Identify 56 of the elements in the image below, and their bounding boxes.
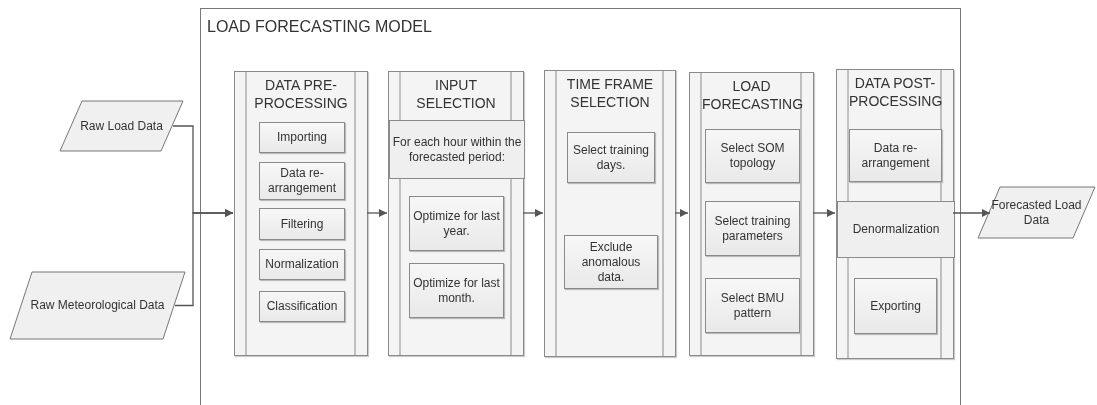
process-box: [705, 278, 800, 333]
process-box: [567, 132, 655, 183]
node-label: Select training days.: [571, 142, 650, 173]
frame-title: LOAD FORECASTING MODEL: [207, 17, 432, 37]
process-box: [705, 201, 800, 256]
process-box: [259, 291, 345, 322]
node-label: Classification: [266, 299, 338, 314]
node-label: Optimize for last month.: [412, 275, 501, 306]
node-label: Select BMU pattern: [719, 290, 786, 321]
node-label: Normalization: [265, 257, 339, 272]
stage-title: LOAD FORECASTING: [702, 78, 801, 113]
data-parallelogram: [60, 101, 183, 151]
node-label: Forecasted Load Data: [990, 197, 1083, 228]
node-label: Select SOM topology: [719, 141, 786, 171]
node-label: Raw Meteorological Data: [30, 298, 165, 313]
node-label: Denormalization: [852, 222, 940, 237]
stage-title: DATA PRE-PROCESSING: [253, 77, 349, 112]
process-stage-box: [234, 71, 368, 356]
stage-title: TIME FRAME SELECTION: [565, 76, 655, 111]
process-box: [409, 263, 504, 318]
process-box: [259, 162, 345, 200]
node-label: Exporting: [870, 298, 921, 314]
node-label: Data re-arrangement: [860, 140, 931, 171]
process-box: [564, 235, 658, 289]
process-stage-box: [689, 72, 814, 356]
arrow: [952, 209, 991, 217]
header-band: [837, 201, 955, 258]
node-label: Raw Load Data: [80, 118, 163, 134]
process-stage-box: [544, 70, 676, 357]
process-stage-box: [836, 69, 954, 359]
stage-title: INPUT SELECTION: [415, 77, 497, 112]
arrow: [522, 209, 544, 217]
process-box: [849, 129, 942, 182]
node-label: Importing: [277, 130, 327, 145]
process-box: [259, 249, 345, 280]
process-stage-box: [388, 71, 524, 356]
node-label: For each hour within the forecasted period:: [391, 134, 523, 165]
arrow: [174, 209, 234, 307]
arrow: [812, 209, 836, 217]
stage-title: DATA POST-PROCESSING: [849, 75, 941, 110]
model-frame: [200, 8, 961, 405]
process-box: [259, 122, 345, 153]
data-parallelogram: [978, 187, 1095, 238]
process-box: [705, 129, 800, 183]
node-label: Select training parameters: [713, 213, 792, 244]
process-box: [259, 208, 345, 240]
header-band: [389, 120, 525, 179]
node-label: Optimize for last year.: [412, 208, 501, 239]
arrow: [674, 209, 689, 217]
process-box: [409, 196, 504, 251]
arrow: [366, 209, 388, 217]
data-parallelogram: [10, 272, 185, 339]
node-label: Filtering: [280, 216, 324, 232]
node-label: Exclude anomalous data.: [580, 239, 642, 285]
node-label: Data re-arrangement: [266, 166, 337, 196]
process-box: [854, 278, 937, 334]
